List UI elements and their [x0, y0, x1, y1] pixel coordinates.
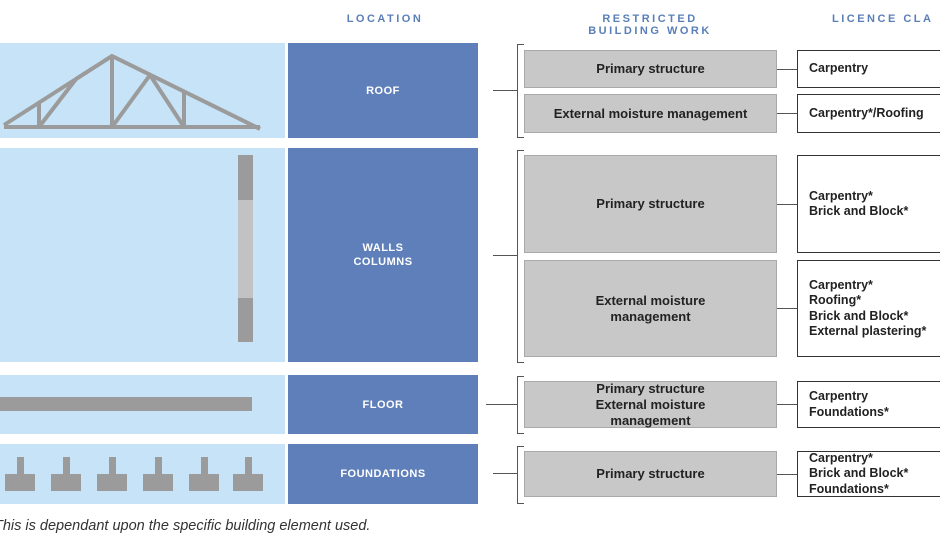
location-foundations: FOUNDATIONS — [288, 444, 478, 504]
bracket-roof — [517, 44, 524, 138]
bracket-walls — [517, 150, 524, 363]
work-foundations-primary-structure: Primary structure — [524, 451, 777, 497]
header-location: LOCATION — [346, 13, 424, 25]
licence-walls-primary: Carpentry* Brick and Block* — [797, 155, 940, 253]
work-roof-external-moisture: External moisture management — [524, 94, 777, 133]
work-floor-combined: Primary structure External moisture mana… — [524, 381, 777, 428]
connector-walls — [493, 255, 517, 256]
licence-foundations: Carpentry* Brick and Block* Foundations* — [797, 451, 940, 497]
work-walls-external-moisture: External moisture management — [524, 260, 777, 357]
connector-foundations — [493, 473, 517, 474]
location-roof: ROOF — [288, 43, 478, 138]
column-middle-segment — [238, 200, 253, 298]
licence-roof-primary: Carpentry — [797, 50, 940, 88]
header-restricted-building-work: RESTRICTED BUILDING WORK — [588, 13, 712, 37]
location-floor: FLOOR — [288, 375, 478, 434]
connector-lic-walls-2 — [777, 308, 797, 309]
licence-walls-moisture: Carpentry* Roofing* Brick and Block* Ext… — [797, 260, 940, 357]
footnote: This is dependant upon the specific buil… — [0, 518, 371, 534]
foundation-piers-illustration — [5, 457, 263, 491]
bracket-floor — [517, 376, 524, 434]
connector-lic-walls-1 — [777, 204, 797, 205]
connector-floor — [486, 404, 517, 405]
work-walls-primary-structure: Primary structure — [524, 155, 777, 253]
licence-floor: Carpentry Foundations* — [797, 381, 940, 428]
connector-lic-floor — [777, 404, 797, 405]
column-top-segment — [238, 155, 253, 200]
walls-band — [0, 148, 285, 362]
connector-lic-roof-1 — [777, 69, 797, 70]
connector-roof — [493, 90, 517, 91]
roof-band — [0, 43, 285, 138]
roof-truss-illustration — [2, 53, 261, 131]
location-walls-columns: WALLS COLUMNS — [288, 148, 478, 362]
licence-roof-moisture: Carpentry*/Roofing — [797, 94, 940, 133]
connector-lic-foundations — [777, 474, 797, 475]
header-licence-class: LICENCE CLA — [832, 13, 934, 25]
floor-beam — [0, 397, 252, 411]
column-bottom-segment — [238, 298, 253, 342]
connector-lic-roof-2 — [777, 113, 797, 114]
bracket-foundations — [517, 446, 524, 504]
work-roof-primary-structure: Primary structure — [524, 50, 777, 88]
